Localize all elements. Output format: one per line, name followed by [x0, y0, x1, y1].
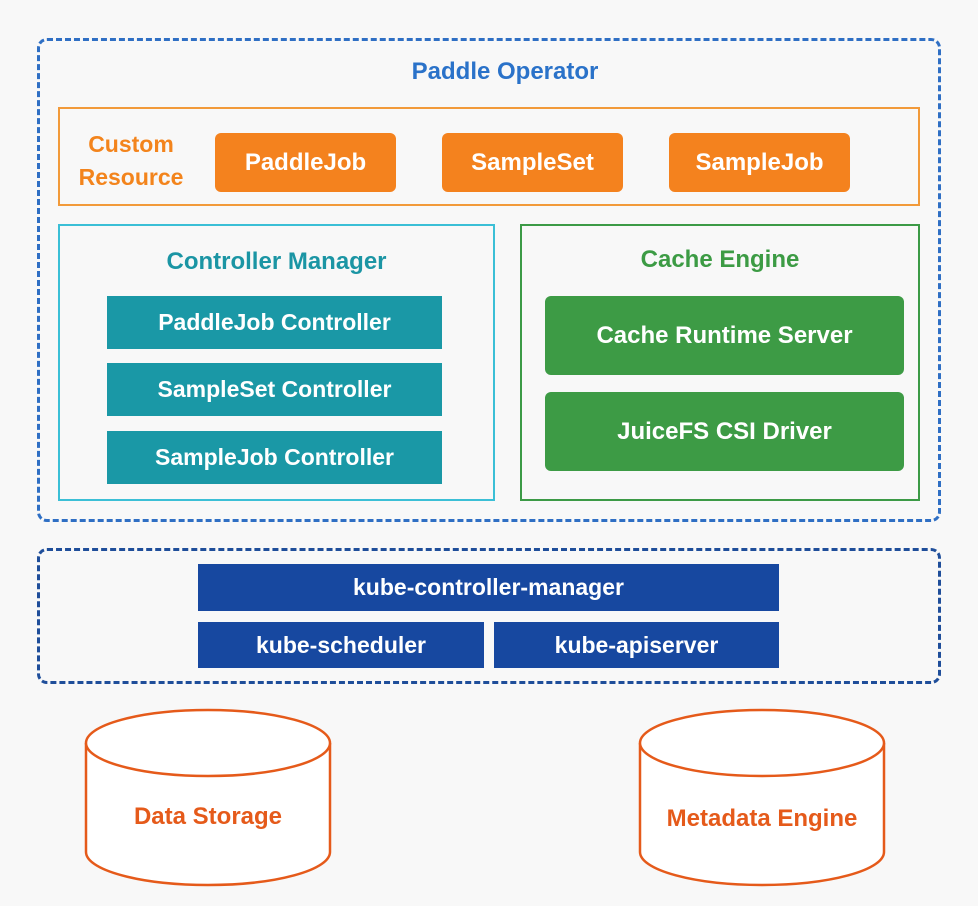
data-storage-label: Data Storage [133, 803, 283, 830]
sampleset-controller[interactable]: SampleSet Controller [107, 363, 442, 416]
kubernetes-container [37, 548, 941, 684]
paddle-operator-title: Paddle Operator [411, 58, 599, 85]
sampleset-resource[interactable]: SampleSet [442, 133, 623, 192]
controller-manager-title: Controller Manager [166, 248, 387, 275]
samplejob-resource[interactable]: SampleJob [669, 133, 850, 192]
paddle-operator-container [37, 38, 941, 522]
samplejob-controller[interactable]: SampleJob Controller [107, 431, 442, 484]
kube-controller-manager[interactable]: kube-controller-manager [198, 564, 779, 611]
cache-engine-title: Cache Engine [640, 246, 800, 273]
kube-apiserver[interactable]: kube-apiserver [494, 622, 779, 668]
controller-manager-panel [58, 224, 495, 501]
metadata-engine-cylinder [638, 708, 886, 887]
kube-scheduler[interactable]: kube-scheduler [198, 622, 484, 668]
juicefs-csi-driver[interactable]: JuiceFS CSI Driver [545, 392, 904, 471]
custom-resource-label: Custom Resource [78, 131, 184, 190]
custom-resource-panel [58, 107, 920, 206]
cache-runtime-server[interactable]: Cache Runtime Server [545, 296, 904, 375]
metadata-engine-label: Metadata Engine [666, 805, 858, 832]
cache-engine-panel [520, 224, 920, 501]
data-storage-cylinder [84, 708, 332, 887]
paddlejob-controller[interactable]: PaddleJob Controller [107, 296, 442, 349]
paddlejob-resource[interactable]: PaddleJob [215, 133, 396, 192]
